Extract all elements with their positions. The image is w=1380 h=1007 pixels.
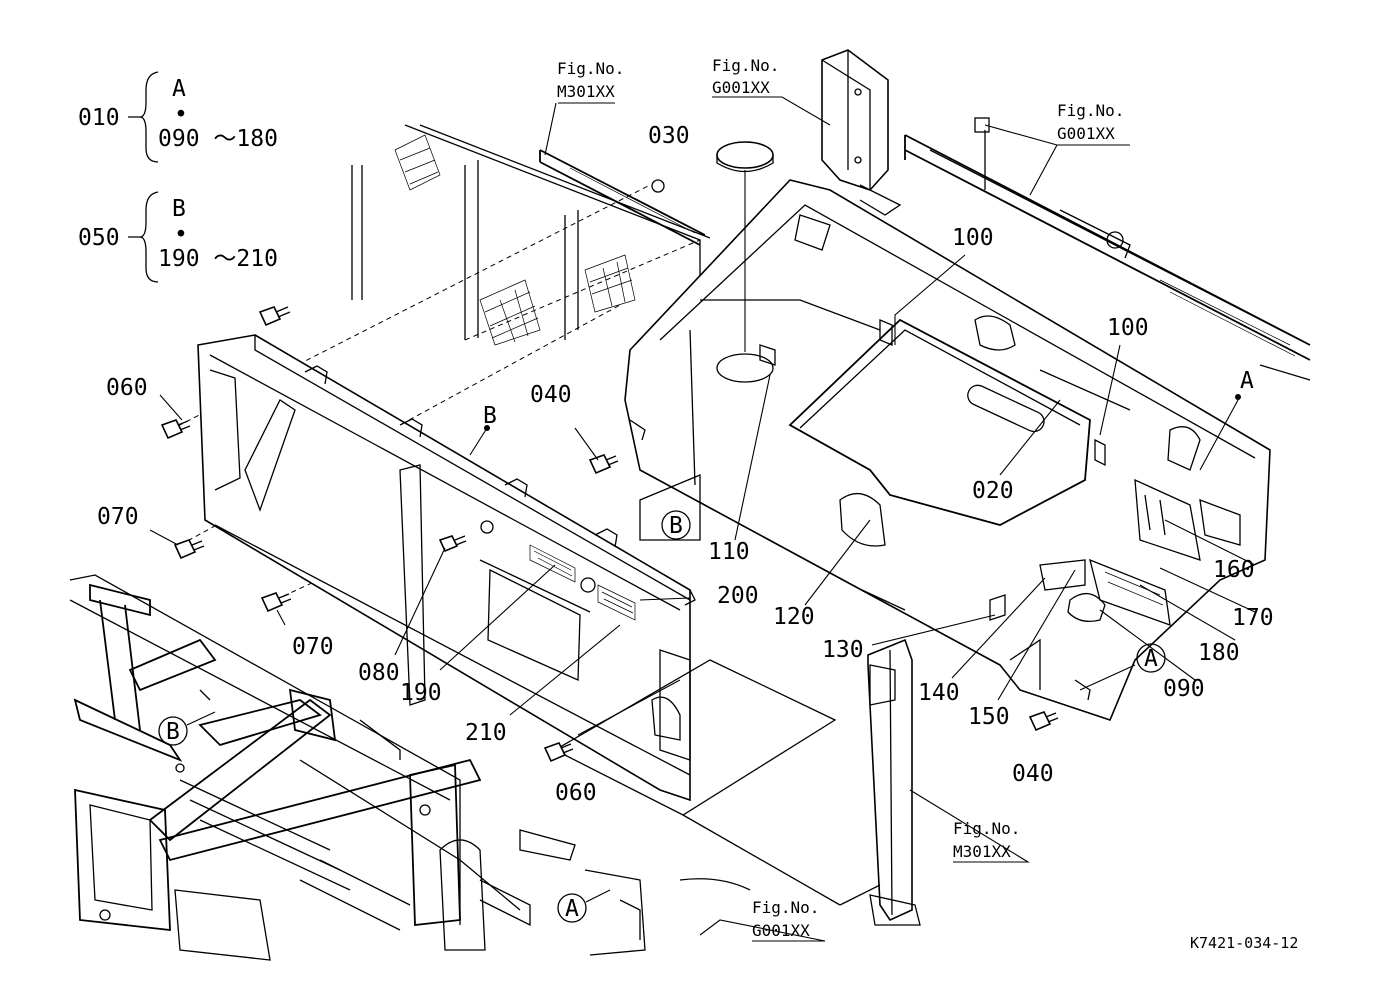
leader-lines [149,96,1256,942]
legend-a-range: 090 ～180 [158,126,278,152]
top-rail-m301 [539,149,706,246]
cargo-bed [624,179,1271,721]
label-170: 170 [1232,605,1274,631]
marker-b-circled-upper [661,510,691,540]
marker-a-circled-right-text: A [1144,646,1158,672]
top-rail-g001 [904,117,1311,381]
legend-group-a: 010 A • 090 ～180 [78,71,278,163]
legend-b-number: 050 [78,225,120,251]
bolt-top-left [258,306,291,327]
legend-b-range: 190 ～210 [158,246,278,272]
label-210: 210 [465,720,507,746]
fig-ref-5-line2: G001XX [752,921,810,940]
legend-b-letter: B [172,196,186,222]
reference-markers: A B B A B A [158,368,1254,923]
label-040-upper: 040 [530,382,572,408]
legend-b-dot: • [174,222,188,248]
access-panel [487,568,581,681]
label-070-lower: 070 [292,634,334,660]
grommet-icon [580,577,596,593]
bolt-070-upper [173,539,205,560]
decal-190 [529,544,576,583]
chassis-frame [69,574,751,961]
marker-a-dot [1235,394,1241,400]
fig-ref-5-line1: Fig.No. [752,898,819,917]
label-120: 120 [773,604,815,630]
marker-b-circled-lower-text: B [166,719,180,745]
marker-b-circled-upper-text: B [669,513,683,539]
floor-recess [788,318,1091,526]
mesh-panel-1 [394,134,441,191]
mesh-panel-3 [584,254,636,313]
rear-post [861,589,921,926]
label-020: 020 [972,478,1014,504]
drawing-code: K7421-034-12 [1190,934,1298,952]
label-200: 200 [717,583,759,609]
fig-ref-4-line2: M301XX [953,842,1011,861]
marker-a-circled-lower [557,893,587,923]
figure-references: Fig.No. M301XX Fig.No. G001XX Fig.No. G0… [557,56,1124,940]
bolt-060-lower [543,742,574,763]
marker-b-circled-lower [158,716,188,746]
label-080: 080 [358,660,400,686]
fig-ref-2-line2: G001XX [712,78,770,97]
fig-ref-1-line2: M301XX [557,82,615,101]
label-060-upper: 060 [106,375,148,401]
label-100-upper: 100 [952,225,994,251]
cap-030 [716,141,774,173]
label-030: 030 [648,123,690,149]
label-150: 150 [968,704,1010,730]
bolt-070-lower [260,592,292,613]
legend-group-b: 050 B • 190 ～210 [78,191,278,283]
reference-box-b [639,474,701,541]
front-panel [197,334,696,802]
label-100-right: 100 [1107,315,1149,341]
decal-200 [597,584,636,621]
latch-150 [1039,559,1086,591]
marker-b-plain: B [483,403,497,429]
fasteners [160,141,1059,763]
marker-b-dot [484,425,490,431]
marker-a-circled-lower-text: A [565,896,579,922]
bolt-040-upper [588,454,619,475]
marker-a-plain: A [1240,368,1254,394]
mesh-panel-2 [479,279,541,346]
vertical-bracket [821,49,902,216]
label-130: 130 [822,637,864,663]
nut-icon [651,179,665,193]
fig-ref-3-line1: Fig.No. [1057,101,1124,120]
bolt-080 [438,535,467,553]
bolt-040-lower [1028,711,1059,732]
fig-ref-3-line2: G001XX [1057,124,1115,143]
legend-a-number: 010 [78,105,120,131]
legend-b-brace [128,191,159,283]
slot-020 [967,384,1045,433]
label-160: 160 [1213,557,1255,583]
fig-ref-2-line1: Fig.No. [712,56,779,75]
legend-a-letter: A [172,76,186,102]
label-060-lower: 060 [555,780,597,806]
label-140: 140 [918,680,960,706]
label-070-upper: 070 [97,504,139,530]
label-180: 180 [1198,640,1240,666]
legend-a-brace [128,71,159,163]
label-190: 190 [400,680,442,706]
bolt-060-upper [160,419,191,440]
clip-icon [974,117,990,133]
hole-110 [716,353,774,383]
part-labels: 030 100 100 060 040 020 070 110 160 200 … [97,123,1274,806]
legend-a-dot: • [174,102,188,128]
label-090: 090 [1163,676,1205,702]
fig-ref-1-line1: Fig.No. [557,59,624,78]
fig-ref-4-line1: Fig.No. [953,819,1020,838]
label-110: 110 [708,539,750,565]
label-040-lower: 040 [1012,761,1054,787]
marker-a-circled-right [1136,643,1166,673]
